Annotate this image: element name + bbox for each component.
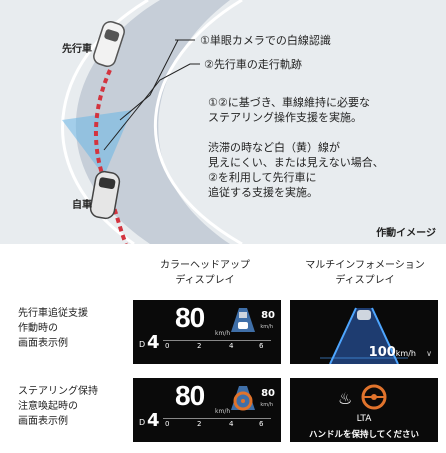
hud-unit: km/h [215,330,231,337]
hud-panel-follow: 80 km/h 80 km/h D 4 0 2 4 6 [133,300,281,364]
lane-trace-diagram: 先行車 自車 ①単眼カメラでの白線認識 ②先行車の走行軌跡 ①②に基づき、車線維… [0,0,446,244]
para2-line3: ②を利用して先行車に [208,171,317,184]
road-illustration [61,0,243,244]
hud-set-unit: km/h [260,324,273,330]
para1-line2: ステアリング操作支援を実施。 [208,111,362,124]
steering-wheel-icon: ♨ [338,384,387,410]
para2-line4: 追従する支援を実施。 [208,186,318,199]
steering-warning-icon [231,386,255,411]
mid-speed: 100km/h [368,345,416,360]
svg-text:♨: ♨ [338,389,352,408]
mid-panel-follow: 100km/h ∨ [290,300,438,364]
row-header-follow: 先行車追従支援 作動時の 画面表示例 [18,308,88,349]
column-header-hud: カラーヘッドアップ ディスプレイ [160,260,250,286]
hud-set-speed: 80 [261,310,275,321]
callout-2-text: ②先行車の走行軌跡 [204,58,302,71]
para2-line2: 見えにくい、または見えない場合、 [208,156,384,169]
hud-gear: D [139,340,146,349]
hud-panel-warning: 80 km/h 80 km/h D 4 0 2 4 6 [133,378,281,442]
lane-line-right [153,0,243,244]
column-header-mid: マルチインフォメーション ディスプレイ [305,260,425,286]
lane-assist-icon [231,308,255,332]
para1-line1: ①②に基づき、車線維持に必要な [208,96,370,109]
callout-leader-2 [103,63,200,151]
callout-leader-1 [119,39,195,121]
mid-panel-warning: ♨ LTA ハンドルを保持してください [290,378,438,442]
diagram-caption: 作動イメージ [376,228,436,239]
hold-wheel-message: ハンドルを保持してください [309,430,419,440]
leading-car-icon [93,21,125,67]
callout-1-text: ①単眼カメラでの白線認識 [200,34,331,47]
lane-view-icon [320,307,408,364]
chevron-down-icon: ∨ [426,349,432,358]
hud-gear-number: 4 [147,332,160,353]
row-header-warning: ステアリング保持 注意喚起時の 画面表示例 [18,386,98,427]
lta-label: LTA [356,414,372,424]
para2-line1: 渋滞の時など白（黄）線が [208,141,340,154]
leading-car-label: 先行車 [62,44,92,55]
own-car-label: 自車 [72,200,92,211]
hud-speed: 80 [175,302,205,333]
own-car-icon [89,170,121,220]
